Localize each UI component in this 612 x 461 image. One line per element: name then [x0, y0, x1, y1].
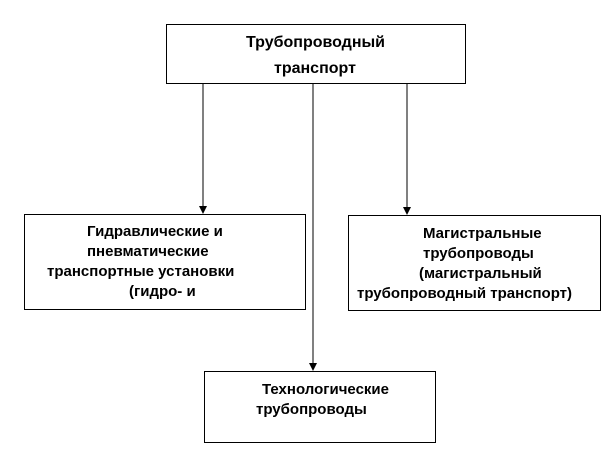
main-node-line-3: (магистральный — [419, 265, 542, 282]
hydro-node-line-3: транспортные установки — [47, 263, 235, 280]
main-node-line-2: трубопроводы — [423, 245, 534, 262]
tech-node-line-2: трубопроводы — [256, 401, 367, 418]
node-main-pipelines: Магистральные трубопроводы (магистральны… — [348, 215, 601, 311]
root-node-line-1: Трубопроводный — [246, 34, 385, 51]
node-hydraulic-pneumatic: Гидравлические и пневматические транспор… — [24, 214, 306, 310]
main-node-line-4: трубопроводный транспорт) — [357, 285, 573, 302]
node-technological-pipelines: Технологические трубопроводы — [204, 371, 436, 443]
main-node-line-1: Магистральные — [423, 225, 542, 242]
hydro-node-line-4: (гидро- и — [129, 283, 196, 300]
root-node-pipeline-transport: Трубопроводный транспорт — [166, 24, 466, 84]
hydro-node-line-2: пневматические — [87, 243, 209, 260]
tech-node-line-1: Технологические — [262, 381, 389, 398]
hydro-node-line-1: Гидравлические и — [87, 223, 223, 240]
root-node-line-2: транспорт — [274, 60, 356, 77]
